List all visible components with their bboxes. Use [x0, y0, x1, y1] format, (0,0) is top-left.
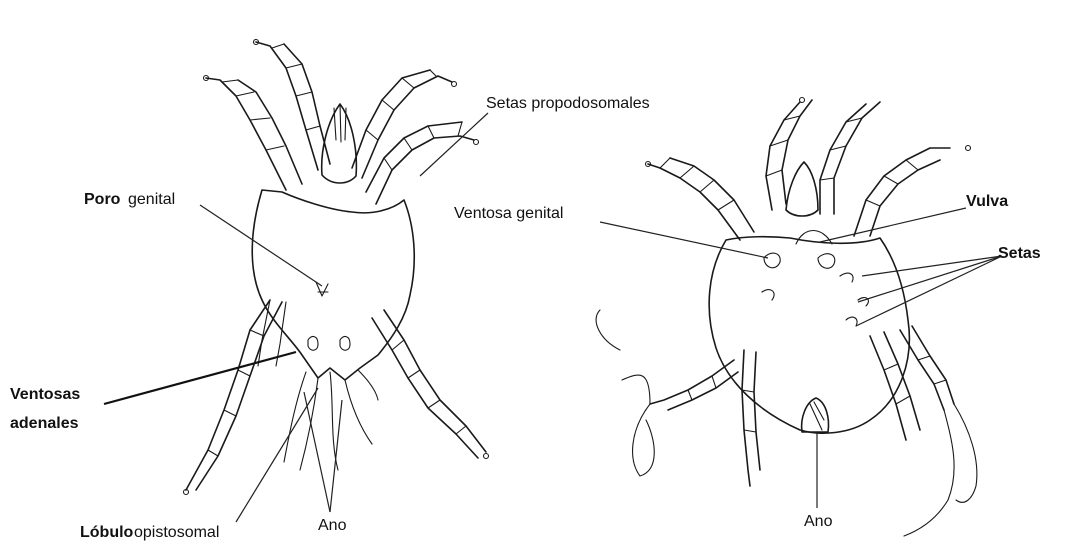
left-body-outline [252, 190, 414, 380]
left-mite-drawing [184, 40, 489, 495]
label-lobulo-opistosomal-2: opistosomal [134, 524, 219, 541]
left-genital-pore [316, 282, 328, 296]
right-genital-sucker [764, 253, 835, 268]
right-capitulum [786, 162, 818, 216]
label-vulva: Vulva [966, 193, 1008, 210]
label-ventosa-genital: Ventosa genital [454, 205, 563, 222]
label-ventosas-adenales-2: adenales [10, 415, 79, 432]
label-poro-genital-2: genital [128, 191, 175, 208]
label-setas: Setas [998, 245, 1041, 262]
labels: Setas propodosomales Poro genital Ventos… [10, 95, 1041, 541]
label-setas-propodosomales: Setas propodosomales [486, 95, 650, 112]
leader-lines [104, 113, 1002, 522]
left-hind-legs [184, 300, 489, 495]
label-ventosas-adenales-1: Ventosas [10, 386, 80, 403]
label-ano-left: Ano [318, 517, 347, 534]
left-adanal-suckers [308, 337, 350, 351]
label-ano-right: Ano [804, 513, 833, 530]
right-setae [762, 273, 868, 326]
label-poro-genital-1: Poro [84, 191, 121, 208]
label-lobulo-opistosomal-1: Lóbulo [80, 524, 134, 541]
left-capitulum [322, 104, 357, 183]
right-mite-drawing [596, 98, 977, 537]
